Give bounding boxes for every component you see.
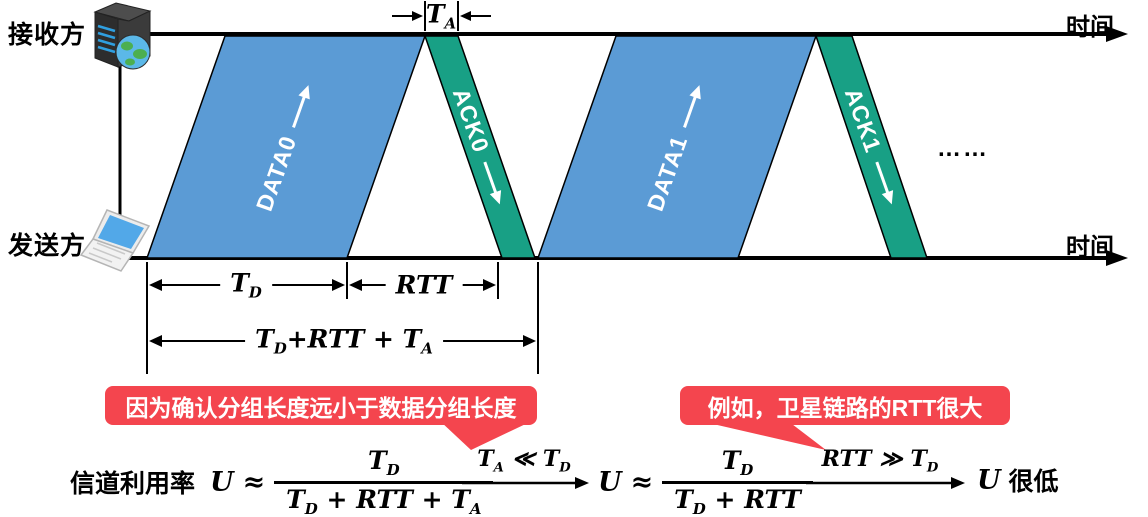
rtt-symbol: RTT <box>395 270 453 300</box>
u-symbol: U <box>210 466 234 498</box>
td-right-arrowhead-icon <box>332 279 345 291</box>
direction-arrow-icon <box>875 160 894 204</box>
approx-symbol: ≈ <box>242 466 266 498</box>
fraction-1-denominator: TD + RTT + TA <box>274 480 494 517</box>
ack1-packet-shape <box>814 35 929 259</box>
result-text: 很低 <box>1008 468 1059 496</box>
ta-left-arrowhead-icon <box>412 11 423 21</box>
fraction-2: TD TD + RTT <box>662 445 813 517</box>
data1-label: DATA1 <box>642 79 712 215</box>
much-greater-symbol: ≫ <box>879 446 903 472</box>
sender-label: 发送方 <box>8 232 87 260</box>
time-label-top: 时间 <box>1066 14 1114 41</box>
rtt-right-arrowhead-icon <box>483 279 496 291</box>
formula-1: U ≈ TD TD + RTT + TA <box>210 445 494 517</box>
utilization-result: U 很低 <box>977 462 1059 498</box>
ta-duration-label: TA <box>426 0 456 33</box>
total-t1: T <box>255 324 274 354</box>
u-symbol: U <box>598 466 622 498</box>
fraction-2-numerator: TD <box>721 446 754 479</box>
direction-arrow-icon <box>682 84 701 128</box>
td-dimension-label: TD <box>220 268 272 302</box>
total-dimension-label: TD+RTT + TA <box>245 324 443 358</box>
callout1-tail <box>440 421 532 450</box>
approx-symbol: ≈ <box>630 466 654 498</box>
total-t2: T <box>402 324 422 354</box>
td-subscript: D <box>248 283 262 302</box>
formula-2: U ≈ TD TD + RTT <box>598 445 813 517</box>
ack1-label: ACK1 <box>839 85 905 210</box>
callout-ack-small: 因为确认分组长度远小于数据分组长度 <box>105 386 537 425</box>
ta-subscript: A <box>444 14 457 33</box>
server-icon <box>93 2 152 70</box>
sender-timeline-arrowhead-icon <box>1106 250 1128 266</box>
ta-right-arrowhead-icon <box>460 11 471 21</box>
u-symbol: U <box>977 464 1001 496</box>
rtt-dimension-label: RTT <box>385 270 463 300</box>
td-left-arrowhead-icon <box>149 279 162 291</box>
fraction-2-denominator: TD + RTT <box>662 480 813 517</box>
condition-2: RTT≫TD <box>821 446 939 476</box>
derivation-arrow-2-head-icon <box>951 477 965 489</box>
callout-satellite-rtt: 例如，卫星链路的RTT很大 <box>680 386 1010 425</box>
condition-1: TA≪TD <box>477 446 571 476</box>
ack0-label: ACK0 <box>447 85 513 210</box>
fraction-1: TD TD + RTT + TA <box>274 445 494 517</box>
derivation-arrow-1-head-icon <box>575 477 589 489</box>
rtt-left-arrowhead-icon <box>349 279 362 291</box>
receiver-label: 接收方 <box>8 21 87 49</box>
time-label-bottom: 时间 <box>1066 234 1114 261</box>
continuation-dots: …… <box>937 135 989 162</box>
direction-arrow-icon <box>483 160 502 204</box>
fraction-1-numerator: TD <box>368 446 400 479</box>
total-s1: D <box>273 339 287 358</box>
ta-symbol: T <box>425 0 445 29</box>
total-s2: A <box>421 339 433 358</box>
ack0-packet-shape <box>423 35 537 259</box>
total-left-arrowhead-icon <box>149 335 162 347</box>
utilization-title: 信道利用率 <box>70 470 196 498</box>
laptop-icon <box>79 209 151 272</box>
callout2-tail <box>700 421 826 450</box>
total-right-arrowhead-icon <box>523 335 536 347</box>
total-op: +RTT + <box>286 324 403 354</box>
direction-arrow-icon <box>291 84 310 128</box>
td-symbol: T <box>230 268 249 298</box>
receiver-timeline-arrowhead-icon <box>1106 26 1128 42</box>
much-less-symbol: ≪ <box>511 446 535 472</box>
data0-label: DATA0 <box>251 79 321 215</box>
